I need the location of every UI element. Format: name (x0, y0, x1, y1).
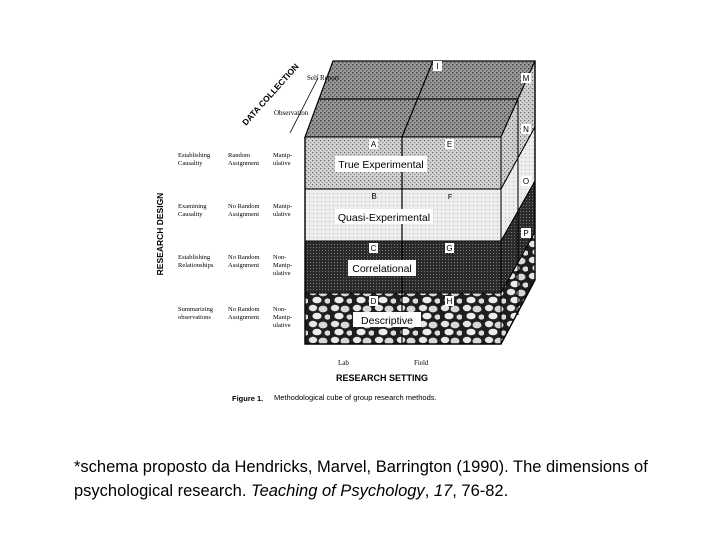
letter-e: E (447, 140, 452, 149)
setting-label-lab: Lab (338, 359, 349, 367)
caption-journal: Teaching of Psychology (251, 482, 425, 500)
caption-text: *schema proposto da Hendricks, Marvel, B… (74, 458, 648, 500)
row-1-manipulation: Manip- ulative (273, 152, 294, 167)
axis-label-research-design: RESEARCH DESIGN (155, 193, 165, 276)
figure-number: Figure 1. (232, 394, 263, 403)
letter-i: I (436, 62, 438, 71)
caption-volume: 17 (433, 482, 453, 500)
axis-label-data-collection: DATA COLLECTION (240, 61, 301, 127)
setting-label-field: Field (414, 359, 429, 367)
row-3-assignment: No Random Assignment (228, 254, 261, 269)
letter-h: H (447, 297, 453, 306)
row-1-purpose: Establishing Causality (178, 152, 212, 167)
row-2-assignment: No Random Assignment (228, 203, 261, 218)
layer-label-quasi-experimental: Quasi-Experimental (338, 212, 430, 224)
axis-label-research-setting: RESEARCH SETTING (336, 373, 428, 383)
letter-b: B (371, 192, 376, 201)
citation-caption: *schema proposto da Hendricks, Marvel, B… (74, 455, 704, 503)
letter-f: F (448, 194, 452, 201)
letter-a: A (371, 140, 377, 149)
data-collection-axis-line (289, 77, 319, 134)
layer-label-true-experimental: True Experimental (338, 159, 423, 171)
letter-g: G (446, 244, 452, 253)
layer-label-descriptive: Descriptive (361, 315, 413, 327)
row-3-purpose: Establishing Relationships (178, 254, 214, 269)
figure-title: Methodological cube of group research me… (274, 393, 437, 402)
letter-o: O (523, 177, 529, 186)
letter-d: D (371, 297, 377, 306)
row-3-manipulation: Non- Manip- ulative (273, 254, 294, 277)
row-4-manipulation: Non- Manip- ulative (273, 306, 294, 329)
caption-pages: , 76-82. (452, 482, 509, 500)
row-4-purpose: Summarizing observations (178, 306, 215, 321)
letter-m: M (523, 74, 530, 83)
row-2-manipulation: Manip- ulative (273, 203, 294, 218)
caption-sep: , (424, 482, 434, 500)
letter-c: C (371, 244, 377, 253)
row-4-assignment: No Random Assignment (228, 306, 261, 321)
depth-label-self-report: Self Report (307, 74, 339, 82)
row-1-assignment: Random Assignment (228, 152, 259, 167)
layer-label-correlational: Correlational (352, 263, 412, 275)
letter-n: N (523, 125, 529, 134)
letter-p: P (523, 229, 528, 238)
row-2-purpose: Examining Causality (178, 203, 208, 218)
depth-label-observation: Observation (274, 109, 309, 117)
